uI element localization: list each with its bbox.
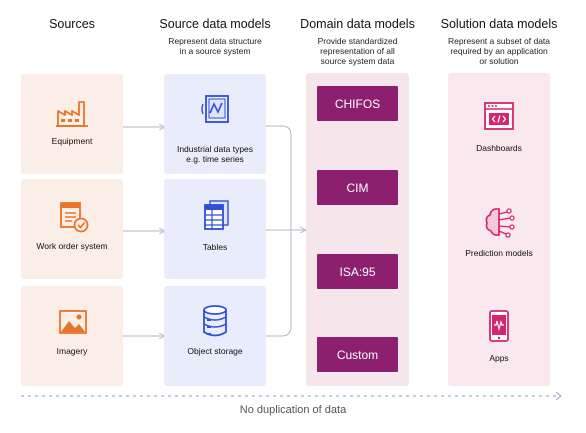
model-label-line: Industrial data types xyxy=(176,144,254,154)
domain-model-chifos[interactable]: CHIFOS xyxy=(317,86,398,121)
model-label-line: Object storage xyxy=(187,346,243,356)
model-label: Industrial data types e.g. time series xyxy=(164,144,266,164)
model-label: Tables xyxy=(164,242,266,252)
solution-label: Apps xyxy=(489,353,509,363)
domain-models-subtitle: Provide standardized representation of a… xyxy=(292,36,423,66)
work-order-icon xyxy=(60,202,89,233)
subtitle-line: or solution xyxy=(479,56,519,66)
source-card-equipment: Equipment xyxy=(21,74,123,174)
subtitle-line: in a source system xyxy=(179,46,251,56)
subtitle-line: required by an application xyxy=(450,46,548,56)
database-icon xyxy=(203,305,227,337)
footer-caption: No duplication of data xyxy=(239,404,347,416)
solution-models-subtitle: Represent a subset of data required by a… xyxy=(430,36,568,66)
model-label-line: e.g. time series xyxy=(186,154,244,164)
column-title-source-models: Source data models xyxy=(159,17,271,31)
brain-circuit-icon xyxy=(485,208,515,238)
domain-models-panel xyxy=(306,73,409,386)
source-models-subtitle: Represent data structure in a source sys… xyxy=(150,36,280,56)
source-card-work-order: Work order system xyxy=(21,179,123,279)
column-title-sources: Sources xyxy=(49,17,95,31)
table-document-icon xyxy=(204,200,229,230)
source-label: Work order system xyxy=(36,241,108,251)
solution-label: Prediction models xyxy=(465,248,533,258)
subtitle-line: Represent a subset of data xyxy=(447,36,551,46)
footer-arrowhead xyxy=(555,391,562,401)
domain-model-custom[interactable]: Custom xyxy=(317,337,398,372)
model-card-tables: Tables xyxy=(164,179,266,279)
model-card-timeseries: Industrial data types e.g. time series xyxy=(164,74,266,174)
model-label-line: Tables xyxy=(202,242,228,252)
subtitle-line: representation of all xyxy=(320,46,395,56)
column-title-solution-models: Solution data models xyxy=(440,17,558,31)
model-card-object-storage: Object storage xyxy=(164,286,266,386)
image-icon xyxy=(59,310,87,334)
source-label: Imagery xyxy=(56,346,88,356)
column-title-domain-models: Domain data models xyxy=(300,17,415,31)
domain-model-cim[interactable]: CIM xyxy=(317,170,398,205)
code-window-icon xyxy=(484,102,514,130)
subtitle-line: Represent data structure xyxy=(168,36,262,46)
factory-icon xyxy=(56,101,88,127)
model-label: Object storage xyxy=(164,346,266,356)
source-label: Equipment xyxy=(51,136,93,146)
subtitle-line: source system data xyxy=(320,56,395,66)
subtitle-line: Provide standardized xyxy=(317,36,398,46)
source-card-imagery: Imagery xyxy=(21,286,123,386)
phone-app-icon xyxy=(489,310,509,342)
solution-label: Dashboards xyxy=(476,143,522,153)
domain-model-isa95[interactable]: ISA:95 xyxy=(317,254,398,289)
time-series-tablet-icon xyxy=(201,95,229,123)
